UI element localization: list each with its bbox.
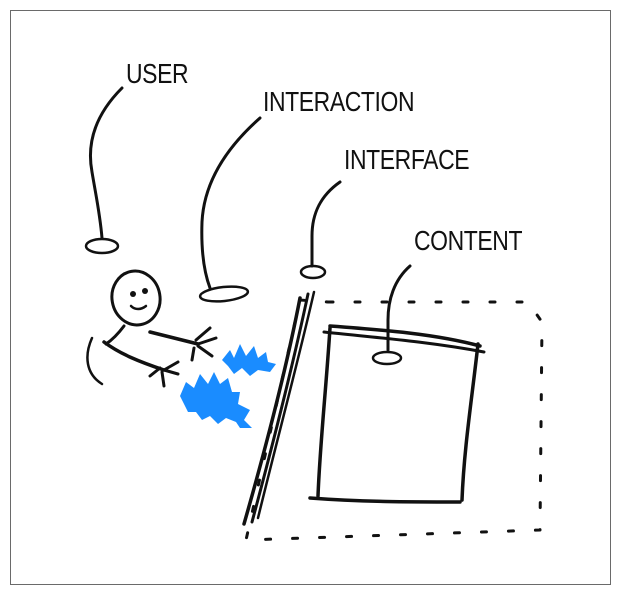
label-interaction: INTERACTION — [263, 86, 415, 117]
user-eye-right — [142, 288, 148, 294]
user-mouth — [129, 304, 148, 311]
interface-leader — [299, 180, 342, 280]
interaction-leader — [198, 116, 262, 303]
user-arm-lower — [102, 340, 166, 372]
user-arm-upper — [148, 330, 200, 346]
label-content: CONTENT — [414, 225, 523, 256]
user-leader — [84, 86, 124, 255]
content-box — [308, 324, 486, 504]
user-eye-left — [130, 291, 136, 297]
content-leader — [371, 264, 412, 366]
interaction-burst-upper — [222, 344, 276, 376]
content-boundary — [244, 298, 544, 542]
interaction-bursts — [180, 344, 276, 428]
diagram-frame — [10, 10, 611, 585]
label-user: USER — [126, 58, 189, 89]
label-interface: INTERFACE — [344, 144, 470, 175]
user-neck — [104, 324, 126, 346]
user-figure — [86, 269, 218, 388]
user-hand-lower — [148, 360, 180, 388]
user-body — [86, 336, 104, 386]
interface-panel — [242, 290, 316, 526]
user-head — [110, 269, 162, 327]
user-hand-upper — [190, 326, 218, 362]
interaction-burst-lower — [180, 372, 252, 428]
